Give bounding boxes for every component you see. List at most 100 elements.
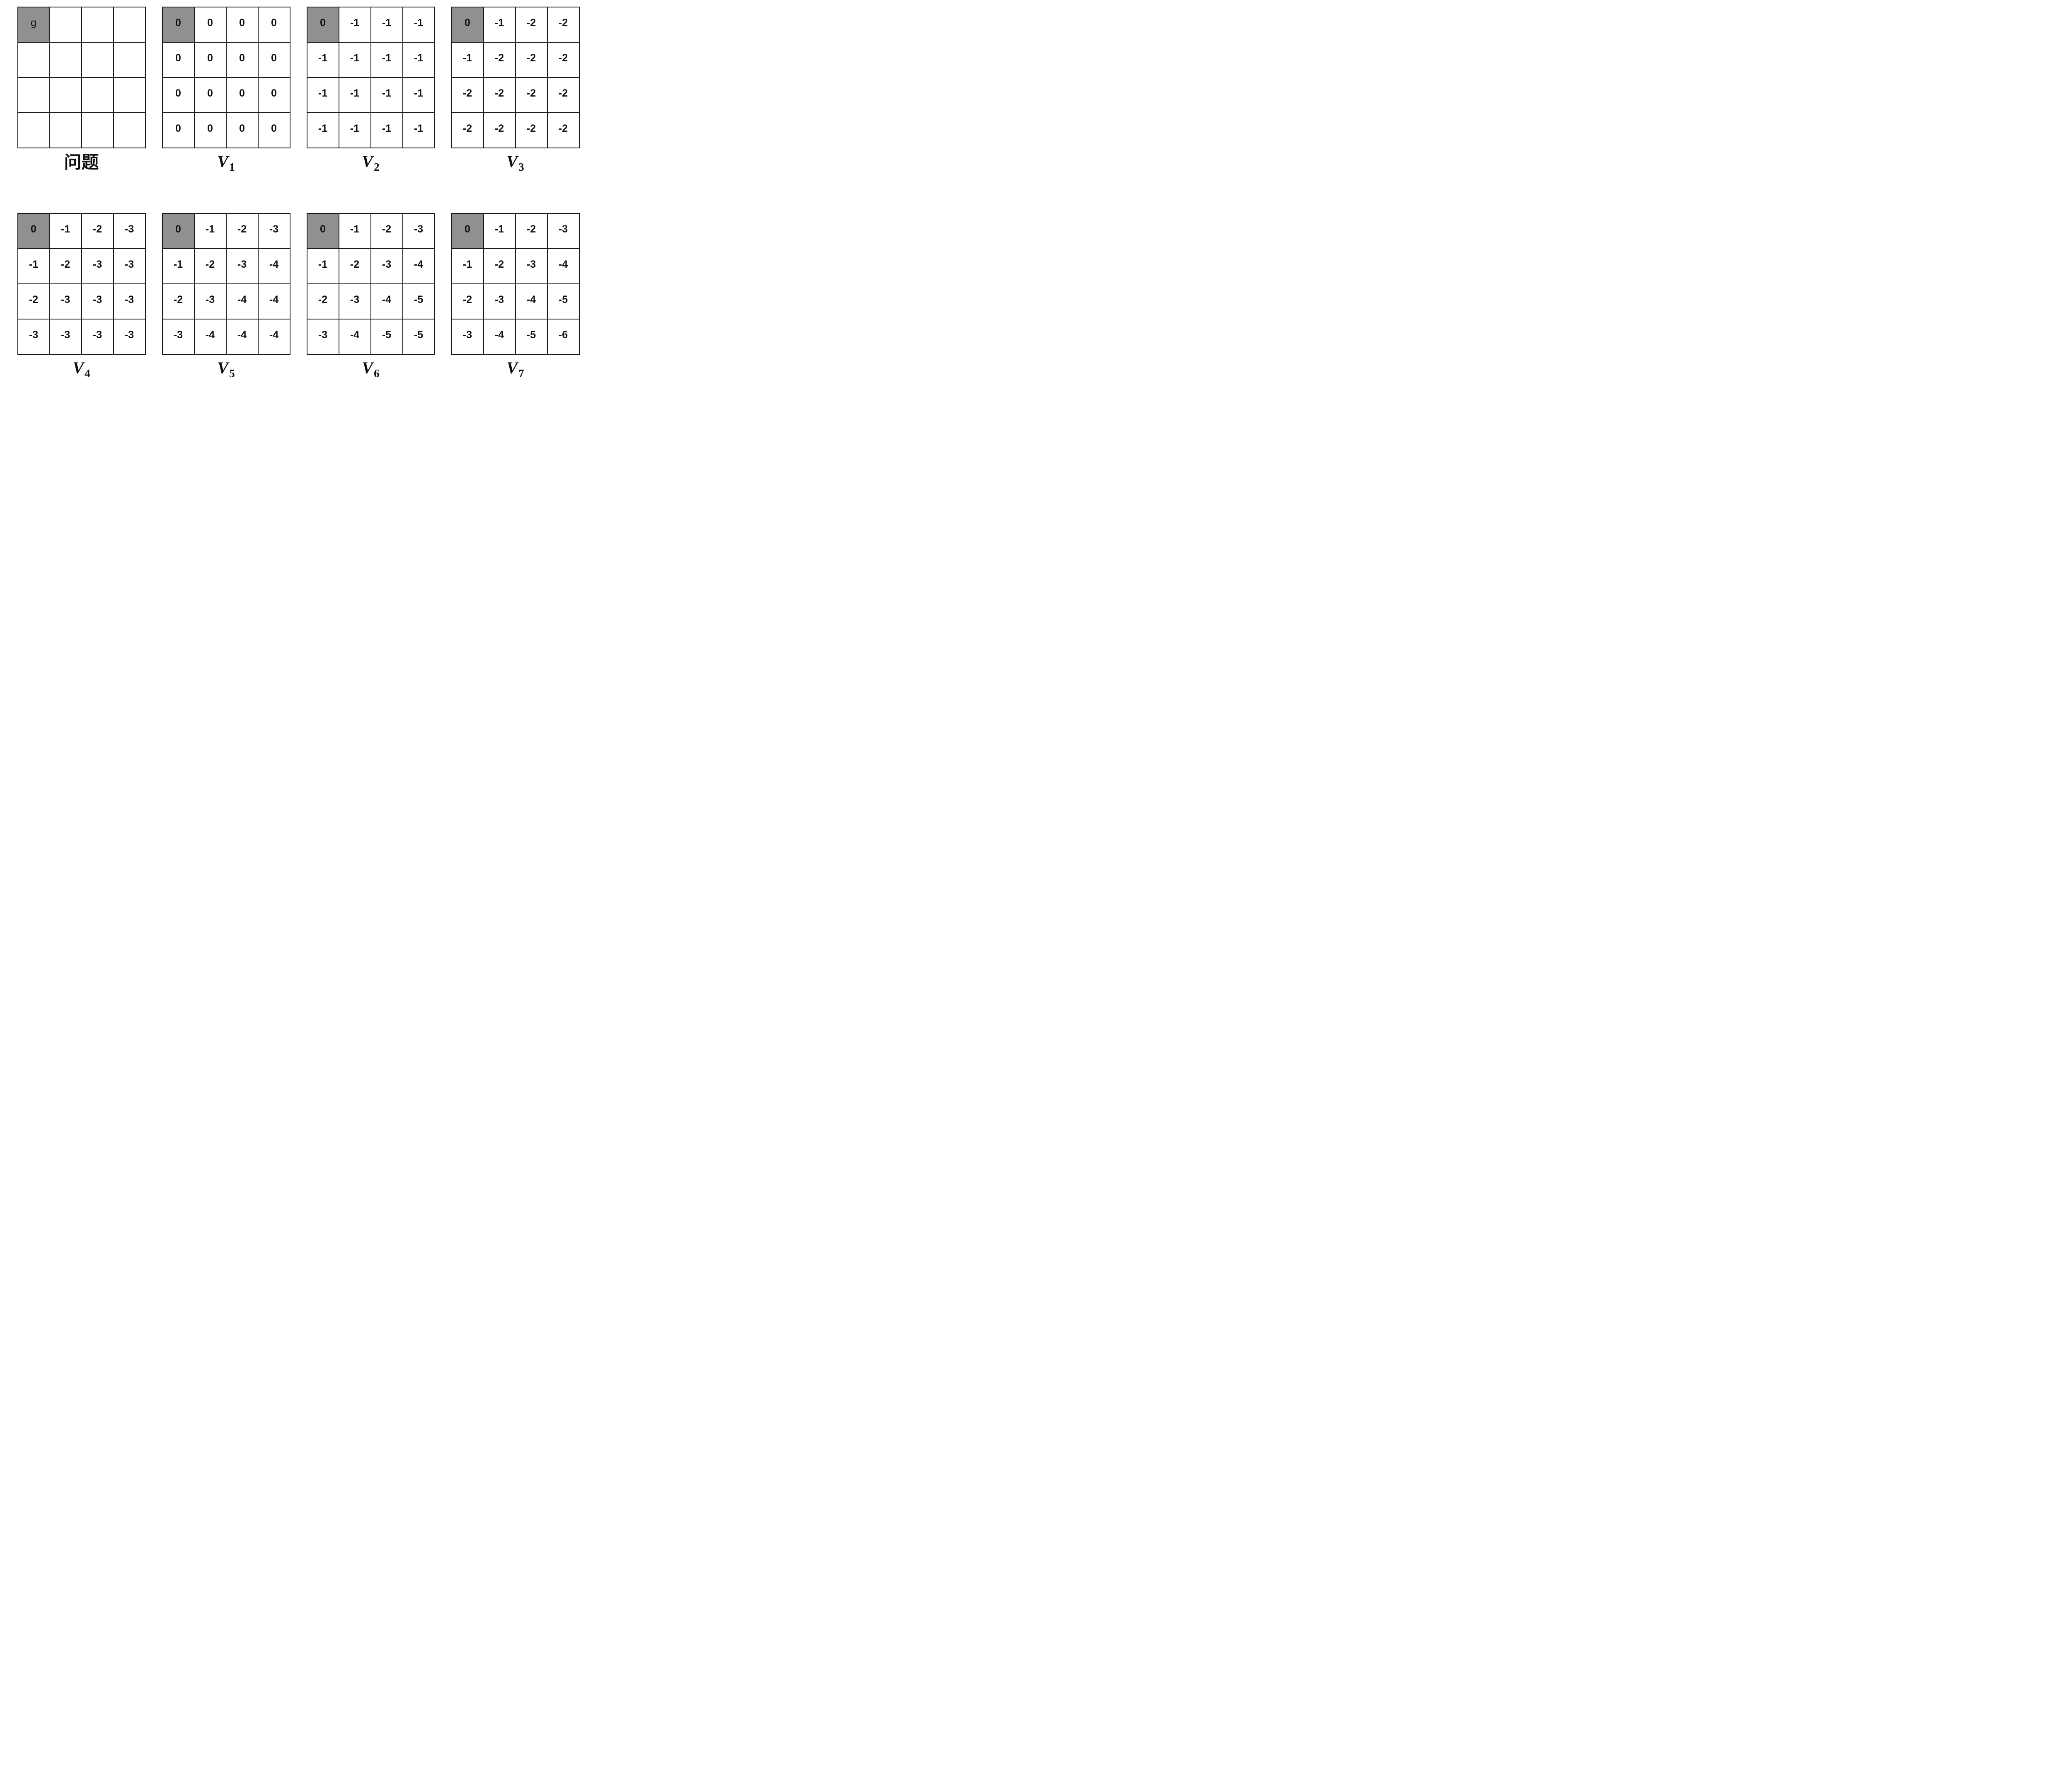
v2-grid: 0-1-1-1-1-1-1-1-1-1-1-1-1-1-1-1 xyxy=(306,7,435,148)
panel-label-problem: 问题 xyxy=(64,153,99,172)
grid-cell xyxy=(81,42,114,78)
grid-cell: -2 xyxy=(547,77,580,113)
grid-row: -1-2-3-4 xyxy=(451,248,580,284)
grid-cell: -4 xyxy=(225,319,259,355)
grid-cell: -1 xyxy=(338,42,371,78)
grid-cell: -1 xyxy=(483,7,516,43)
grid-cell: -4 xyxy=(483,319,516,355)
goal-cell: 0 xyxy=(162,7,195,43)
grid-cell xyxy=(17,112,50,148)
grid-cell: -4 xyxy=(338,319,371,355)
grid-cell: -1 xyxy=(162,248,195,284)
grid-cell xyxy=(81,7,114,43)
grid-cell: -4 xyxy=(194,319,227,355)
grid-cell xyxy=(49,42,82,78)
grid-cell: -3 xyxy=(113,213,146,249)
grid-cell: -1 xyxy=(370,7,403,43)
grid-row: 0-1-2-3 xyxy=(451,213,580,249)
grid-cell: -2 xyxy=(451,283,484,319)
goal-cell: 0 xyxy=(306,213,339,249)
grid-cell: -4 xyxy=(515,283,548,319)
grid-row: -3-3-3-3 xyxy=(17,319,146,355)
grid-cell: -3 xyxy=(547,213,580,249)
grid-row: -2-3-4-4 xyxy=(162,283,290,319)
goal-cell: 0 xyxy=(451,7,484,43)
v-subscript: 3 xyxy=(518,161,524,173)
grid-cell: -3 xyxy=(113,319,146,355)
goal-cell: 0 xyxy=(17,213,50,249)
v-subscript: 4 xyxy=(85,367,90,380)
grid-cell: -3 xyxy=(257,213,290,249)
grid-cell: -1 xyxy=(451,42,484,78)
grid-cell: -1 xyxy=(338,77,371,113)
grid-cell: 0 xyxy=(162,112,195,148)
grid-cell: -4 xyxy=(257,319,290,355)
grid-cell: -1 xyxy=(194,213,227,249)
grid-cell: -5 xyxy=(370,319,403,355)
grid-cell: 0 xyxy=(257,42,290,78)
grid-cell xyxy=(49,7,82,43)
grid-cell: -3 xyxy=(338,283,371,319)
grid-row: -1-1-1-1 xyxy=(306,77,435,113)
grid-cell: -3 xyxy=(81,319,114,355)
grid-row: -1-2-3-3 xyxy=(17,248,146,284)
grid-cell: -2 xyxy=(194,248,227,284)
grid-cell xyxy=(49,77,82,113)
grid-cell: -2 xyxy=(306,283,339,319)
v4-grid: 0-1-2-3-1-2-3-3-2-3-3-3-3-3-3-3 xyxy=(17,213,146,355)
grid-cell: -1 xyxy=(306,77,339,113)
grid-cell: -1 xyxy=(49,213,82,249)
grid-row: -3-4-5-5 xyxy=(306,319,435,355)
grid-cell: 0 xyxy=(257,77,290,113)
grid-cell: -2 xyxy=(547,42,580,78)
grid-cell: -3 xyxy=(17,319,50,355)
grid-cell: -4 xyxy=(257,283,290,319)
grid-cell xyxy=(113,7,146,43)
goal-cell: 0 xyxy=(451,213,484,249)
grid-cell: -3 xyxy=(113,248,146,284)
grid-cell: -1 xyxy=(402,42,435,78)
grid-cell: -1 xyxy=(483,213,516,249)
v-symbol: V xyxy=(506,152,518,171)
grid-cell xyxy=(49,112,82,148)
grid-cell: -1 xyxy=(370,77,403,113)
grid-cell: 0 xyxy=(162,77,195,113)
grid-cell: -5 xyxy=(547,283,580,319)
grid-cell: -4 xyxy=(257,248,290,284)
grid-cell: 0 xyxy=(194,112,227,148)
goal-cell: g xyxy=(17,7,50,43)
grid-row: -2-2-2-2 xyxy=(451,112,580,148)
v-symbol: V xyxy=(217,358,229,377)
grid-cell: -1 xyxy=(338,213,371,249)
grid-cell: -3 xyxy=(402,213,435,249)
grid-cell: -3 xyxy=(306,319,339,355)
grid-cell: -1 xyxy=(402,7,435,43)
grid-cell: -2 xyxy=(17,283,50,319)
grid-cell: 0 xyxy=(225,42,259,78)
grid-cell: -5 xyxy=(402,319,435,355)
grid-cell: 0 xyxy=(194,42,227,78)
grid-cell: -1 xyxy=(370,42,403,78)
grid-cell xyxy=(113,112,146,148)
grid-row: 0-1-2-3 xyxy=(17,213,146,249)
v-subscript: 1 xyxy=(229,161,235,173)
grid-cell: -3 xyxy=(113,283,146,319)
grid-cell: -2 xyxy=(338,248,371,284)
grid-cell: -1 xyxy=(402,112,435,148)
grid-cell: -2 xyxy=(515,42,548,78)
grid-cell: 0 xyxy=(225,77,259,113)
grid-cell xyxy=(17,77,50,113)
grid-cell xyxy=(81,77,114,113)
grid-cell: -1 xyxy=(17,248,50,284)
grid-cell: -1 xyxy=(306,248,339,284)
grid-cell: 0 xyxy=(194,77,227,113)
